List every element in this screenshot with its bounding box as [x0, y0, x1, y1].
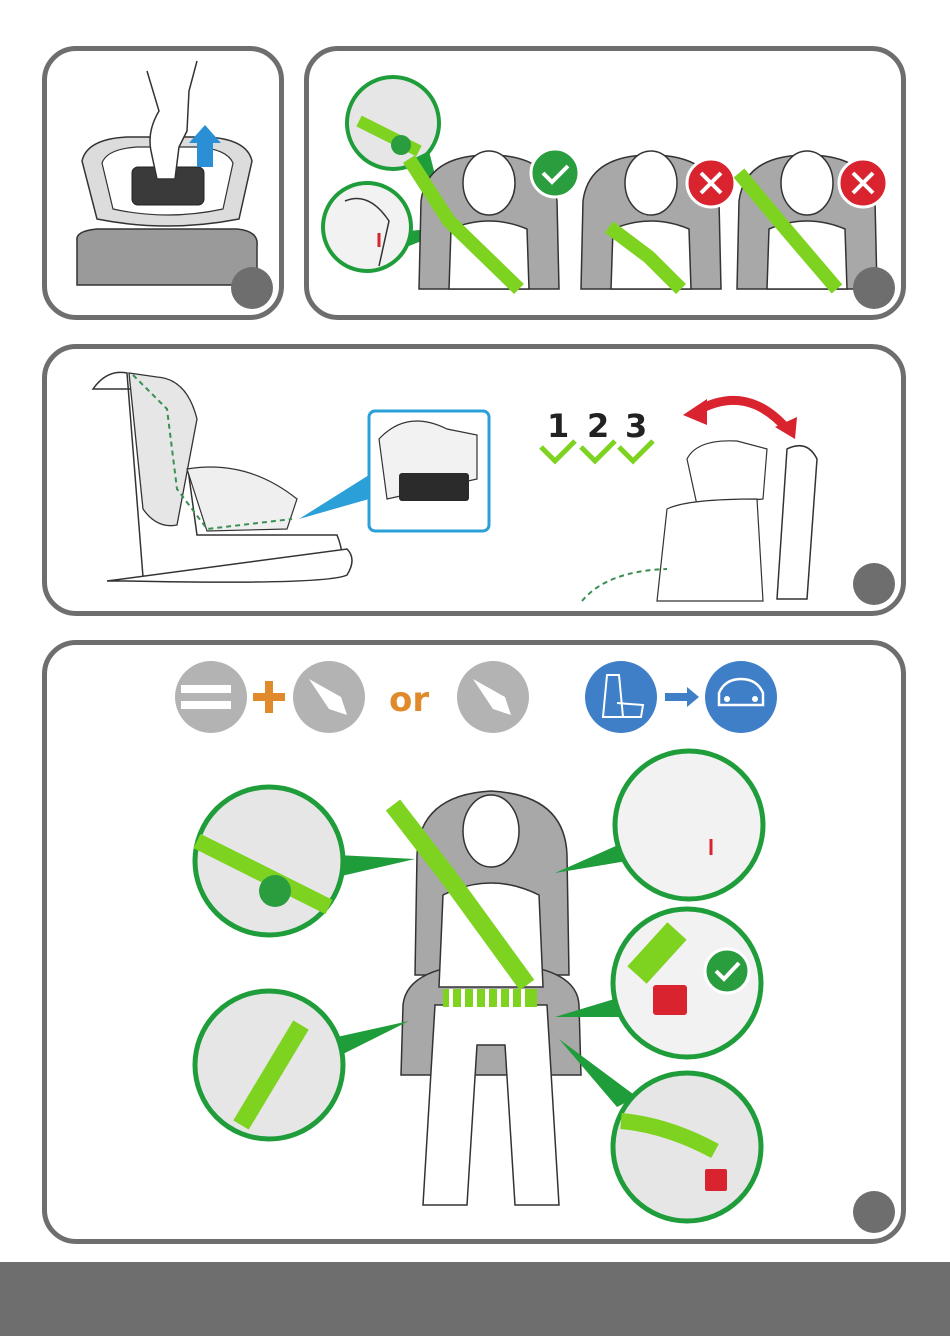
step-panel-recline: 1 2 3 [42, 344, 906, 616]
step-number-badge [853, 267, 895, 309]
step-label-3: 3 [625, 407, 647, 445]
seat-front-view [393, 791, 581, 1205]
belt-routing-illustration: or [47, 645, 906, 1244]
step-sequence: 1 2 3 [541, 407, 653, 461]
plus-icon [253, 681, 285, 713]
arrow-right-icon [665, 687, 699, 707]
step-number-badge [231, 267, 273, 309]
step-number-badge [853, 563, 895, 605]
step-panel-belt-position [304, 46, 906, 320]
seatbelt-buckle-icon [293, 661, 365, 733]
page-footer-bar [0, 1262, 950, 1336]
seatbelt-buckle-icon [457, 661, 529, 733]
wrong-cross-icon [839, 159, 887, 207]
step-panel-belt-routing: or [42, 640, 906, 1244]
wrong-cross-icon [687, 159, 735, 207]
or-label: or [389, 680, 429, 720]
belt-position-illustration [309, 51, 906, 320]
recline-illustration: 1 2 3 [47, 349, 906, 616]
car-icon [705, 661, 777, 733]
ok-check-icon [531, 149, 579, 197]
step-label-1: 1 [547, 407, 569, 445]
step-number-badge [853, 1191, 895, 1233]
step-label-2: 2 [587, 407, 609, 445]
recline-arrow-icon [697, 400, 787, 429]
step-panel-headrest [42, 46, 284, 320]
child-seat-icon [585, 661, 657, 733]
ok-check-icon [705, 949, 749, 993]
isofix-icon [175, 661, 247, 733]
